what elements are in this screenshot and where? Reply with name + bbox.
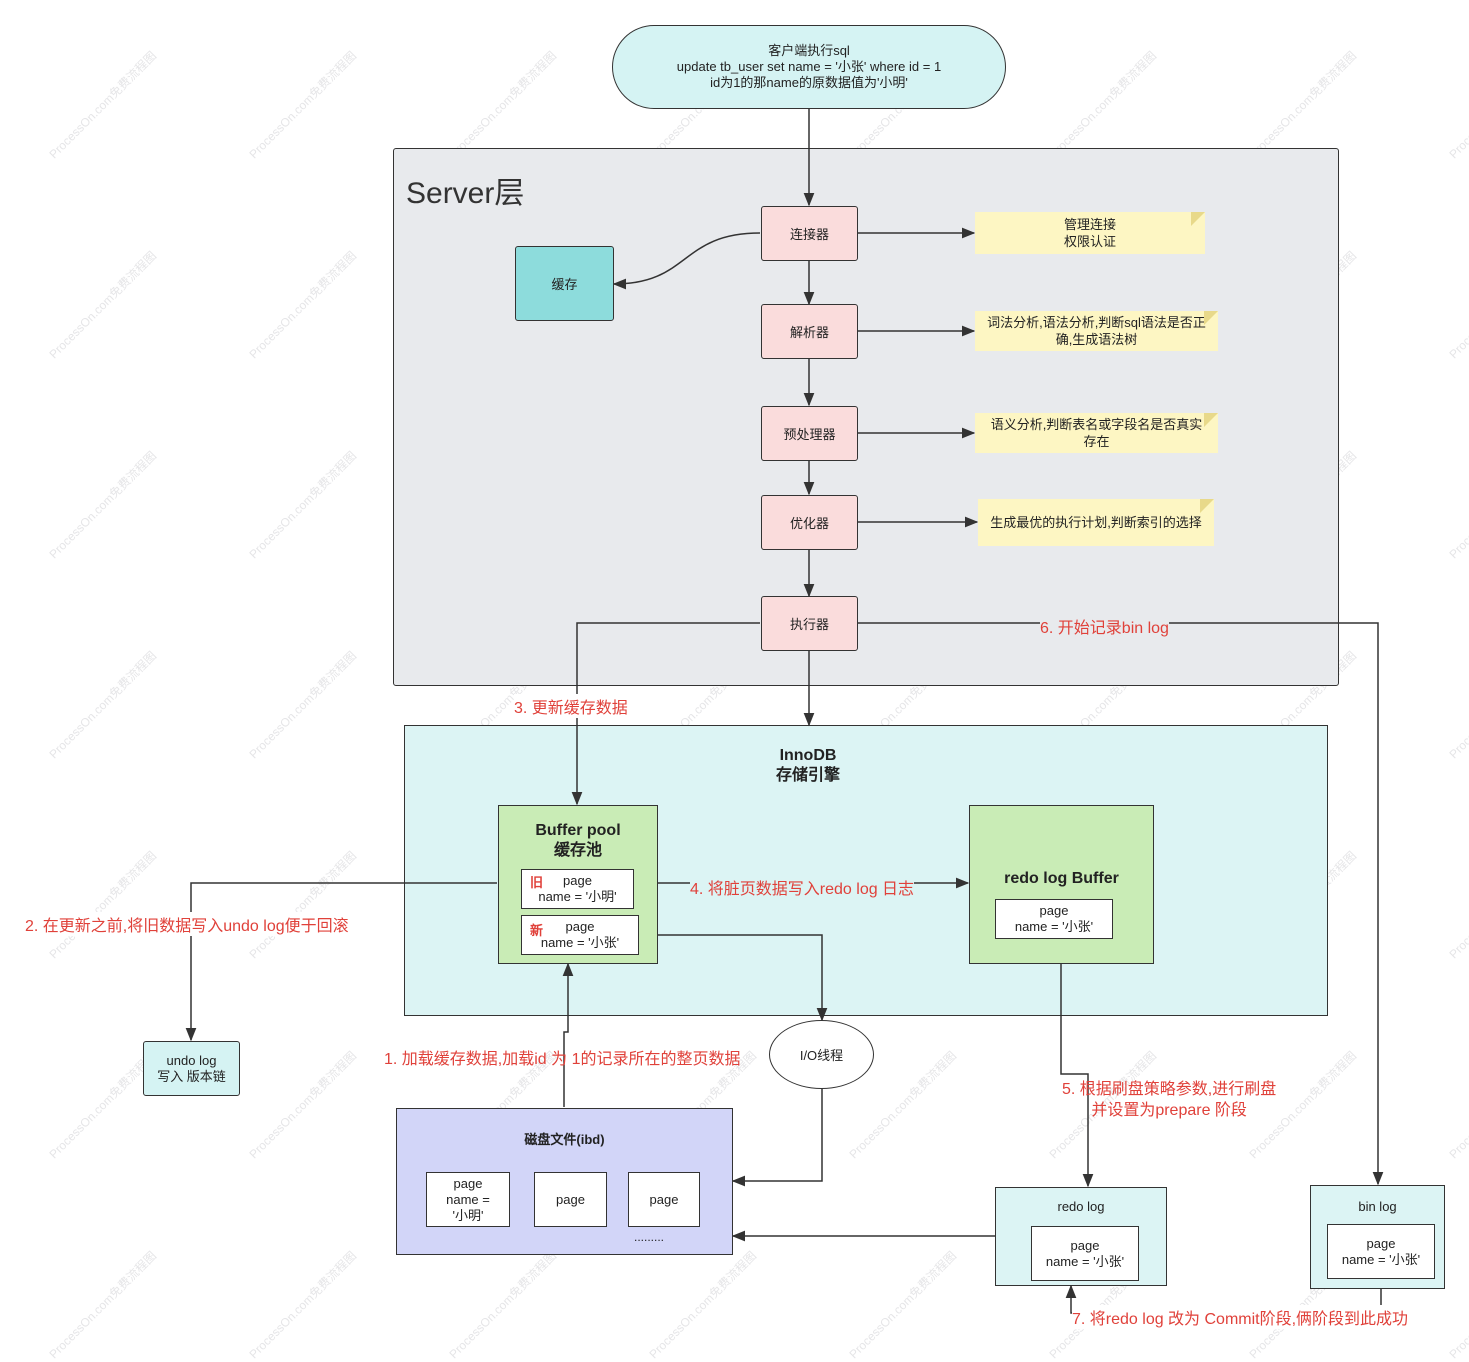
step-4-label: 4. 将脏页数据写入redo log 日志 bbox=[690, 875, 915, 899]
step-2-label: 2. 在更新之前,将旧数据写入undo log便于回滚 bbox=[25, 912, 349, 936]
parser-note-line2: 确,生成语法树 bbox=[1055, 332, 1138, 347]
parser-note: 词法分析,语法分析,判断sql语法是否正 确,生成语法树 bbox=[975, 311, 1218, 351]
step-3-label: 3. 更新缓存数据 bbox=[514, 694, 628, 718]
client-line1: 客户端执行sql bbox=[768, 43, 850, 58]
disk-page-1: page name = '小明' bbox=[426, 1172, 510, 1227]
undo-log-line1: undo log bbox=[166, 1052, 217, 1068]
redo-log-buffer-title: redo log Buffer bbox=[1004, 870, 1119, 887]
connector-node: 连接器 bbox=[761, 206, 858, 261]
client-line2: update tb_user set name = '小张' where id … bbox=[676, 59, 942, 74]
preprocessor-note-line1: 语义分析,判断表名或字段名是否真实 bbox=[990, 417, 1203, 432]
preprocessor-node: 预处理器 bbox=[761, 406, 858, 461]
preprocessor-note: 语义分析,判断表名或字段名是否真实 存在 bbox=[975, 413, 1218, 453]
innodb-title-line2: 存储引擎 bbox=[775, 767, 840, 784]
redo-log-page-line2: name = '小张' bbox=[1045, 1253, 1125, 1269]
cache-node: 缓存 bbox=[515, 246, 614, 321]
disk-page-3: page bbox=[628, 1172, 700, 1227]
parser-node: 解析器 bbox=[761, 304, 858, 359]
client-sql-node: 客户端执行sql update tb_user set name = '小张' … bbox=[612, 25, 1006, 109]
disk-file-title: 磁盘文件(ibd) bbox=[524, 1131, 605, 1147]
bin-log-page-line1: page bbox=[1366, 1235, 1396, 1251]
bin-log-title: bin log bbox=[1358, 1198, 1397, 1214]
redo-buffer-page: page name = '小张' bbox=[995, 899, 1113, 939]
disk-page-1-line3: '小明' bbox=[452, 1207, 484, 1223]
buffer-old-page-line2: name = '小明' bbox=[538, 889, 617, 904]
step-6-label: 6. 开始记录bin log bbox=[1040, 614, 1169, 638]
undo-log-line2: 写入 版本链 bbox=[157, 1068, 226, 1084]
redo-log-page: page name = '小张' bbox=[1031, 1226, 1139, 1281]
io-thread-node: I/O线程 bbox=[769, 1020, 874, 1089]
step-1-label: 1. 加载缓存数据,加载id 为 1的记录所在的整页数据 bbox=[384, 1051, 741, 1068]
bin-log-page: page name = '小张' bbox=[1327, 1224, 1435, 1279]
buffer-pool-title-line2: 缓存池 bbox=[553, 842, 602, 859]
client-line3: id为1的那name的原数据值为'小明' bbox=[710, 75, 908, 90]
buffer-new-page-line1: page bbox=[565, 919, 595, 934]
step-7-label: 7. 将redo log 改为 Commit阶段,俩阶段到此成功 bbox=[1072, 1305, 1409, 1329]
disk-ellipsis: ......... bbox=[634, 1230, 665, 1244]
arrow-step1 bbox=[562, 962, 574, 1107]
disk-page-2: page bbox=[534, 1172, 607, 1227]
redo-log-page-line1: page bbox=[1070, 1237, 1100, 1253]
optimizer-node: 优化器 bbox=[761, 495, 858, 550]
buffer-new-page: page name = '小张' bbox=[521, 915, 639, 955]
arrow-step3 bbox=[571, 622, 760, 806]
redo-buffer-page-line2: name = '小张' bbox=[1014, 919, 1094, 934]
optimizer-note-text: 生成最优的执行计划,判断索引的选择 bbox=[990, 515, 1202, 530]
step-5-line1: 5. 根据刷盘策略参数,进行刷盘 bbox=[1062, 1081, 1277, 1098]
arrow-buffer-to-io bbox=[657, 934, 828, 1022]
arrow-step6 bbox=[857, 622, 1384, 1186]
buffer-pool-title: Buffer pool 缓存池 bbox=[498, 820, 658, 862]
preprocessor-note-line2: 存在 bbox=[1083, 434, 1110, 449]
arrow-connector-to-cache bbox=[612, 232, 761, 290]
buffer-pool-title-line1: Buffer pool bbox=[535, 822, 621, 839]
parser-note-line1: 词法分析,语法分析,判断sql语法是否正 bbox=[987, 315, 1206, 330]
connector-note-line2: 权限认证 bbox=[1063, 234, 1116, 249]
executor-node: 执行器 bbox=[761, 596, 858, 651]
innodb-title: InnoDB 存储引擎 bbox=[700, 744, 916, 788]
arrow-step2 bbox=[185, 882, 497, 1042]
buffer-old-page: page name = '小明' bbox=[521, 869, 634, 909]
buffer-new-page-line2: name = '小张' bbox=[540, 935, 620, 950]
redo-buffer-page-line1: page bbox=[1039, 903, 1069, 918]
arrow-step5 bbox=[1060, 963, 1094, 1188]
server-layer-title: Server层 bbox=[406, 177, 525, 210]
connector-note: 管理连接 权限认证 bbox=[975, 212, 1205, 254]
old-tag: 旧 bbox=[530, 875, 544, 890]
step-5-line2: 并设置为prepare 阶段 bbox=[1091, 1102, 1247, 1119]
buffer-old-page-line1: page bbox=[563, 873, 592, 888]
connector-note-line1: 管理连接 bbox=[1063, 217, 1116, 232]
undo-log-node: undo log 写入 版本链 bbox=[143, 1041, 240, 1096]
step-5-label: 5. 根据刷盘策略参数,进行刷盘 并设置为prepare 阶段 bbox=[1062, 1079, 1276, 1121]
bin-log-page-line2: name = '小张' bbox=[1341, 1251, 1421, 1267]
innodb-title-line1: InnoDB bbox=[779, 747, 837, 764]
disk-page-1-line1: page bbox=[453, 1175, 483, 1191]
new-tag: 新 bbox=[530, 923, 544, 938]
disk-page-1-line2: name = bbox=[446, 1191, 490, 1207]
arrow-io-to-disk bbox=[731, 1089, 823, 1187]
optimizer-note: 生成最优的执行计划,判断索引的选择 bbox=[978, 499, 1214, 546]
redo-log-title: redo log bbox=[1057, 1198, 1105, 1214]
